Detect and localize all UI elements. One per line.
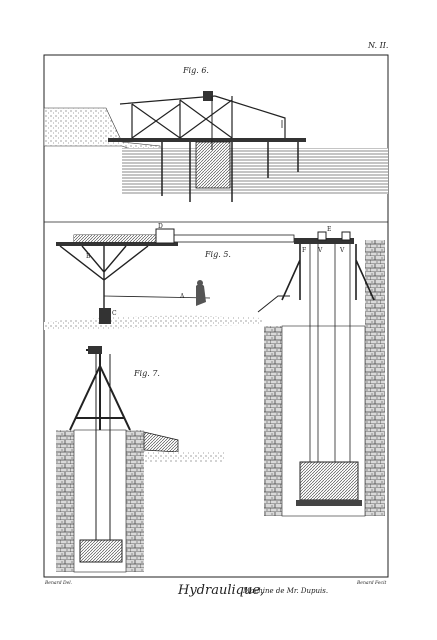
plate-number: N. II. [368, 41, 389, 50]
letter-e: E [327, 226, 332, 233]
engraver-credit-left: Benard Del. [45, 581, 73, 586]
letter-v-1: V [318, 247, 323, 254]
plate-border [43, 54, 389, 578]
ground-surface [44, 315, 262, 330]
figure-6-drawing [43, 91, 388, 202]
letter-a: A [180, 293, 185, 300]
figure-5-well [264, 231, 385, 517]
figure-5-label: Fig. 5. [205, 250, 231, 259]
letter-d: D [158, 223, 163, 230]
letter-f: F [302, 247, 307, 254]
engraver-credit-right: Benard Fecit [357, 581, 387, 586]
river-water [122, 148, 388, 194]
letter-c: C [112, 310, 117, 317]
letter-v-2: V [340, 247, 345, 254]
figure-5-drawing [44, 228, 295, 330]
figure-6-label: Fig. 6. [183, 66, 209, 75]
figure-7-label: Fig. 7. [134, 369, 160, 378]
figure-7-drawing [56, 346, 225, 573]
plate-subtitle: Machine de Mr. Dupuis. [243, 587, 329, 595]
letter-b: B [86, 253, 91, 260]
plate-title: Hydraulique, [178, 583, 265, 598]
